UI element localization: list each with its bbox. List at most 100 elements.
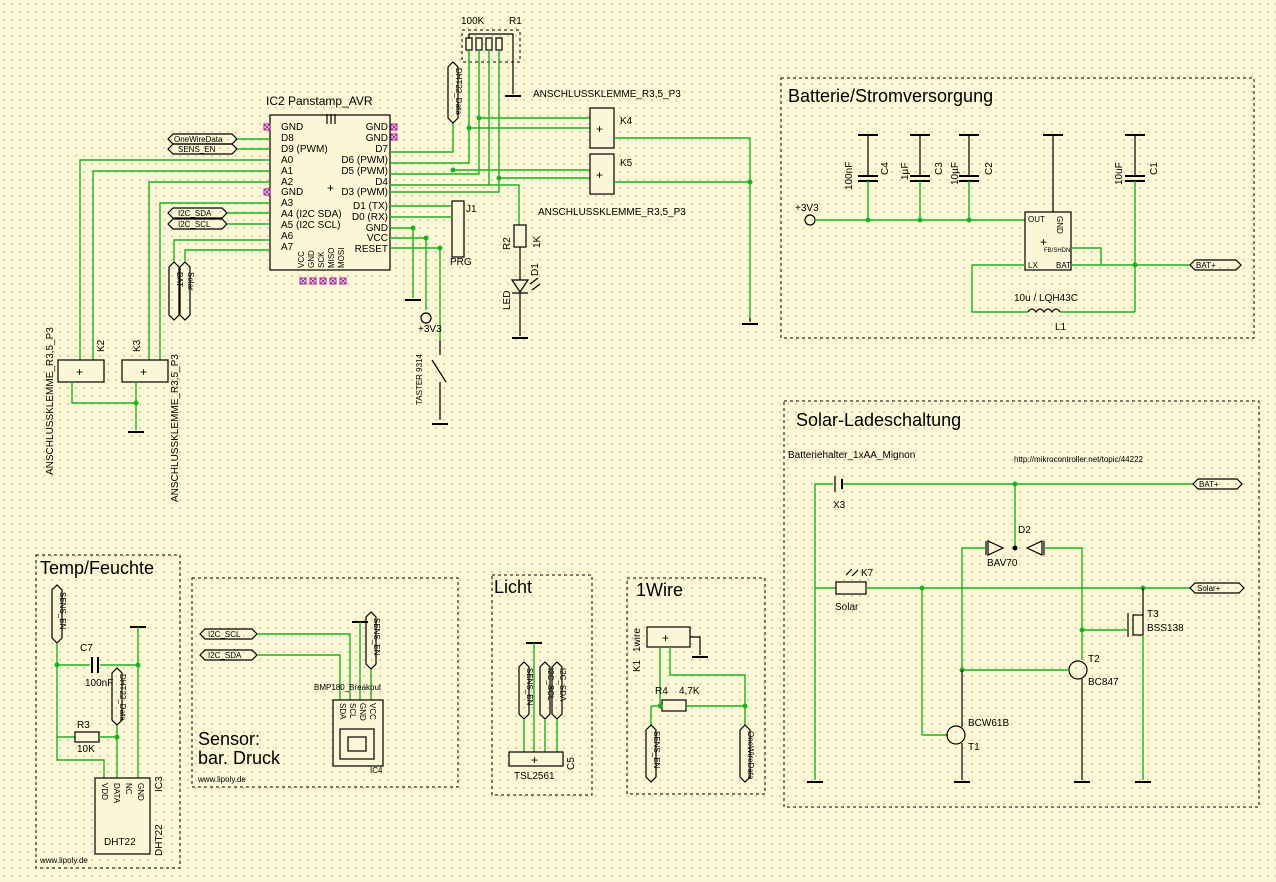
d2-diode-right bbox=[1025, 540, 1043, 556]
t1-value: BCW61B bbox=[968, 718, 1009, 729]
d1-value: LED bbox=[502, 291, 513, 310]
k5-plus: + bbox=[596, 168, 603, 182]
temp-section-frame bbox=[35, 554, 181, 869]
onewire-wire-text: OneWireData bbox=[746, 731, 755, 780]
ic2-pin-right: D0 (RX) bbox=[352, 212, 388, 223]
ic2-pin-right: VCC bbox=[367, 233, 388, 244]
c2-name: C2 bbox=[984, 162, 995, 175]
junction bbox=[917, 217, 923, 223]
ic2-pin-left: A2 bbox=[281, 177, 294, 188]
i2c-scl-sensor-text: I2C_SCL bbox=[208, 630, 241, 639]
junction bbox=[742, 703, 748, 709]
d2-junction bbox=[1012, 545, 1018, 551]
c4-name: C4 bbox=[880, 162, 891, 175]
r2-body bbox=[513, 224, 527, 248]
net-label-sens-en-wire: SENS_EN bbox=[645, 724, 661, 783]
wire bbox=[1044, 547, 1083, 660]
ic3-body bbox=[94, 777, 151, 855]
d1-triangle bbox=[510, 279, 530, 294]
junction bbox=[1079, 627, 1085, 633]
ic2-pin-left: A1 bbox=[281, 166, 294, 177]
k3-type: ANSCHLUSSKLEMME_R3,5_P3 bbox=[170, 354, 181, 502]
ic2-pin-left: A3 bbox=[281, 198, 294, 209]
r1-outline bbox=[461, 29, 521, 63]
tsl2561-plus: + bbox=[531, 753, 538, 767]
net-label-onewire-wire: OneWireData bbox=[739, 724, 755, 783]
onewire-section-title: 1Wire bbox=[636, 580, 683, 600]
r1-element bbox=[485, 37, 493, 51]
j1-type: PRG bbox=[450, 257, 472, 268]
light-section-frame bbox=[491, 574, 593, 796]
ic2-body bbox=[269, 114, 391, 271]
junction bbox=[496, 175, 502, 181]
k7-ray bbox=[851, 569, 859, 577]
ic2-nc-markers bbox=[263, 123, 398, 285]
l1-name: L1 bbox=[1055, 322, 1067, 333]
ic4-name: IC4 bbox=[370, 766, 383, 775]
ic2-pin-bottom: MISO bbox=[327, 248, 336, 268]
k1-value: 1wire bbox=[632, 628, 643, 652]
k7-body bbox=[835, 581, 867, 595]
bmp180-pin: GND bbox=[358, 703, 367, 721]
supply-symbol bbox=[804, 214, 816, 226]
bmp180-pin: SDA bbox=[338, 703, 347, 720]
ic2-pin-right: D4 bbox=[375, 177, 388, 188]
wire bbox=[159, 202, 270, 360]
ic2-pin-left: D8 bbox=[281, 133, 294, 144]
c1-name: C1 bbox=[1149, 162, 1160, 175]
net-label-i2c-scl-sensor: I2C_SCL bbox=[199, 628, 258, 640]
junction bbox=[476, 115, 482, 121]
net-label-dht22-text: DHT22_Data bbox=[454, 68, 463, 115]
wire bbox=[173, 239, 270, 262]
r2-value: 1K bbox=[532, 235, 543, 248]
k5-body bbox=[589, 153, 615, 195]
solar-section-title: Solar-Ladeschaltung bbox=[796, 410, 961, 430]
battery-holder-name: Batteriehalter_1xAA_Mignon bbox=[788, 450, 915, 461]
k4-type: ANSCHLUSSKLEMME_R3,5_P3 bbox=[533, 89, 681, 100]
net-label-i2c-sda: I2C_SDA bbox=[167, 207, 228, 219]
supply-v33-label: +3V3 bbox=[418, 324, 442, 335]
sensor-section-frame bbox=[191, 577, 459, 788]
ic3-value: DHT22 bbox=[104, 837, 136, 848]
junction bbox=[747, 179, 753, 185]
ic2-pin-left: GND bbox=[281, 122, 303, 133]
net-label-bat-plus: BAT+ bbox=[1189, 259, 1242, 271]
solar-plus-text: Solar+ bbox=[1197, 584, 1221, 593]
net-label-i2c-scl: I2C_SCL bbox=[167, 218, 228, 230]
k4-name: K4 bbox=[620, 116, 633, 127]
wire bbox=[71, 382, 137, 404]
junction bbox=[135, 662, 141, 668]
k3-name: K3 bbox=[132, 339, 143, 352]
k1-gnd-lead bbox=[690, 636, 701, 655]
bmp180-body bbox=[332, 699, 384, 767]
c3-name: C3 bbox=[934, 162, 945, 175]
solar-section-frame bbox=[783, 400, 1260, 808]
t1-name: T1 bbox=[968, 742, 980, 753]
d2-diode-left bbox=[987, 540, 1005, 556]
junction bbox=[410, 225, 416, 231]
k2-name: K2 bbox=[96, 339, 107, 352]
k3-plus: + bbox=[140, 365, 147, 379]
tsl2561-body bbox=[508, 751, 564, 767]
d1-ray bbox=[529, 277, 539, 285]
capacitor-c1: 10uF C1 bbox=[1114, 134, 1160, 312]
net-label-sens-en-text: SENS_EN bbox=[178, 145, 216, 154]
k7-value: Solar bbox=[835, 602, 859, 613]
t3-body bbox=[1132, 614, 1144, 636]
net-label-i2c-sda-text: I2C_SDA bbox=[178, 209, 212, 218]
r2-name: R2 bbox=[502, 237, 513, 250]
i2c-sda-light-text: I2C_SDA bbox=[558, 668, 567, 702]
net-label-onewire-text: OneWireData bbox=[174, 135, 223, 144]
c1-value: 10uF bbox=[1114, 162, 1125, 185]
light-section-title: Licht bbox=[494, 577, 532, 597]
ic3-pin: NC bbox=[124, 783, 133, 795]
k7-name: K7 bbox=[861, 568, 874, 579]
wire bbox=[184, 249, 270, 262]
temp-section-title: Temp/Feuchte bbox=[40, 558, 154, 578]
r1-element bbox=[465, 37, 473, 51]
wire bbox=[390, 50, 480, 175]
net-label-bat-plus-2: BAT+ bbox=[1192, 478, 1243, 490]
net-label-sens-en-light: SENS_EN bbox=[518, 661, 534, 720]
junction bbox=[966, 217, 972, 223]
